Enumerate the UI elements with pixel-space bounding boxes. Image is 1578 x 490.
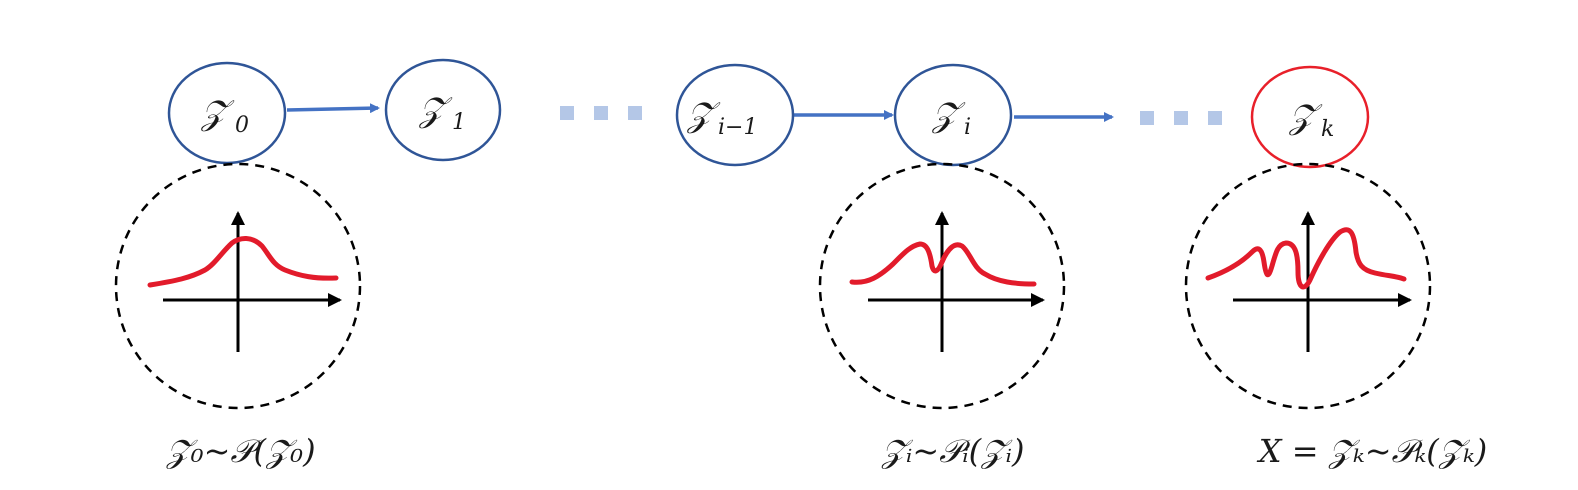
density-curve-bimodal: [849, 241, 1037, 287]
edge-z0-z1: [286, 103, 380, 114]
ellipsis-dots-1: [560, 106, 642, 120]
node-zi-subscript: i: [964, 115, 971, 140]
node-zi-ellipse: [893, 63, 1013, 167]
caption-z0: 𝒵₀~𝒫(𝒵₀): [165, 432, 315, 470]
node-z1-ellipse: [384, 58, 502, 162]
caption-zi: 𝒵ᵢ~𝒫ᵢ(𝒵ᵢ): [881, 432, 1025, 470]
ellipsis-dot: [560, 106, 574, 120]
node-z0-ellipse: [167, 61, 287, 165]
node-zi-minus-1-ellipse: [675, 63, 795, 167]
distribution-panel-z0: [114, 162, 362, 410]
distribution-panel-zk: [1184, 162, 1432, 410]
node-z0-subscript: 0: [235, 113, 249, 138]
ellipsis-dot: [628, 106, 642, 120]
node-z0: 𝒵 0: [167, 61, 287, 165]
dashed-circle: [114, 162, 362, 410]
ellipsis-dot: [1174, 111, 1188, 125]
ellipsis-dot: [1208, 111, 1222, 125]
node-zk-ellipse: [1250, 65, 1370, 169]
ellipsis-dot: [1140, 111, 1154, 125]
node-z1-subscript: 1: [452, 110, 466, 135]
node-zi-minus-1: 𝒵 i−1: [675, 63, 795, 167]
node-zk: 𝒵 k: [1250, 65, 1370, 169]
dashed-circle: [818, 162, 1066, 410]
dashed-circle: [1184, 162, 1432, 410]
distribution-panel-zi: [818, 162, 1066, 410]
node-zi: 𝒵 i: [893, 63, 1013, 167]
caption-zk: X = 𝒵ₖ~𝒫ₖ(𝒵ₖ): [1256, 432, 1488, 470]
node-z1: 𝒵 1: [384, 58, 502, 162]
node-zk-subscript: k: [1321, 117, 1334, 142]
ellipsis-dots-2: [1140, 111, 1222, 125]
density-curve-multimodal: [1205, 227, 1407, 290]
ellipsis-dot: [594, 106, 608, 120]
node-zi-minus-1-subscript: i−1: [718, 115, 757, 140]
density-curve-unimodal: [147, 236, 339, 288]
